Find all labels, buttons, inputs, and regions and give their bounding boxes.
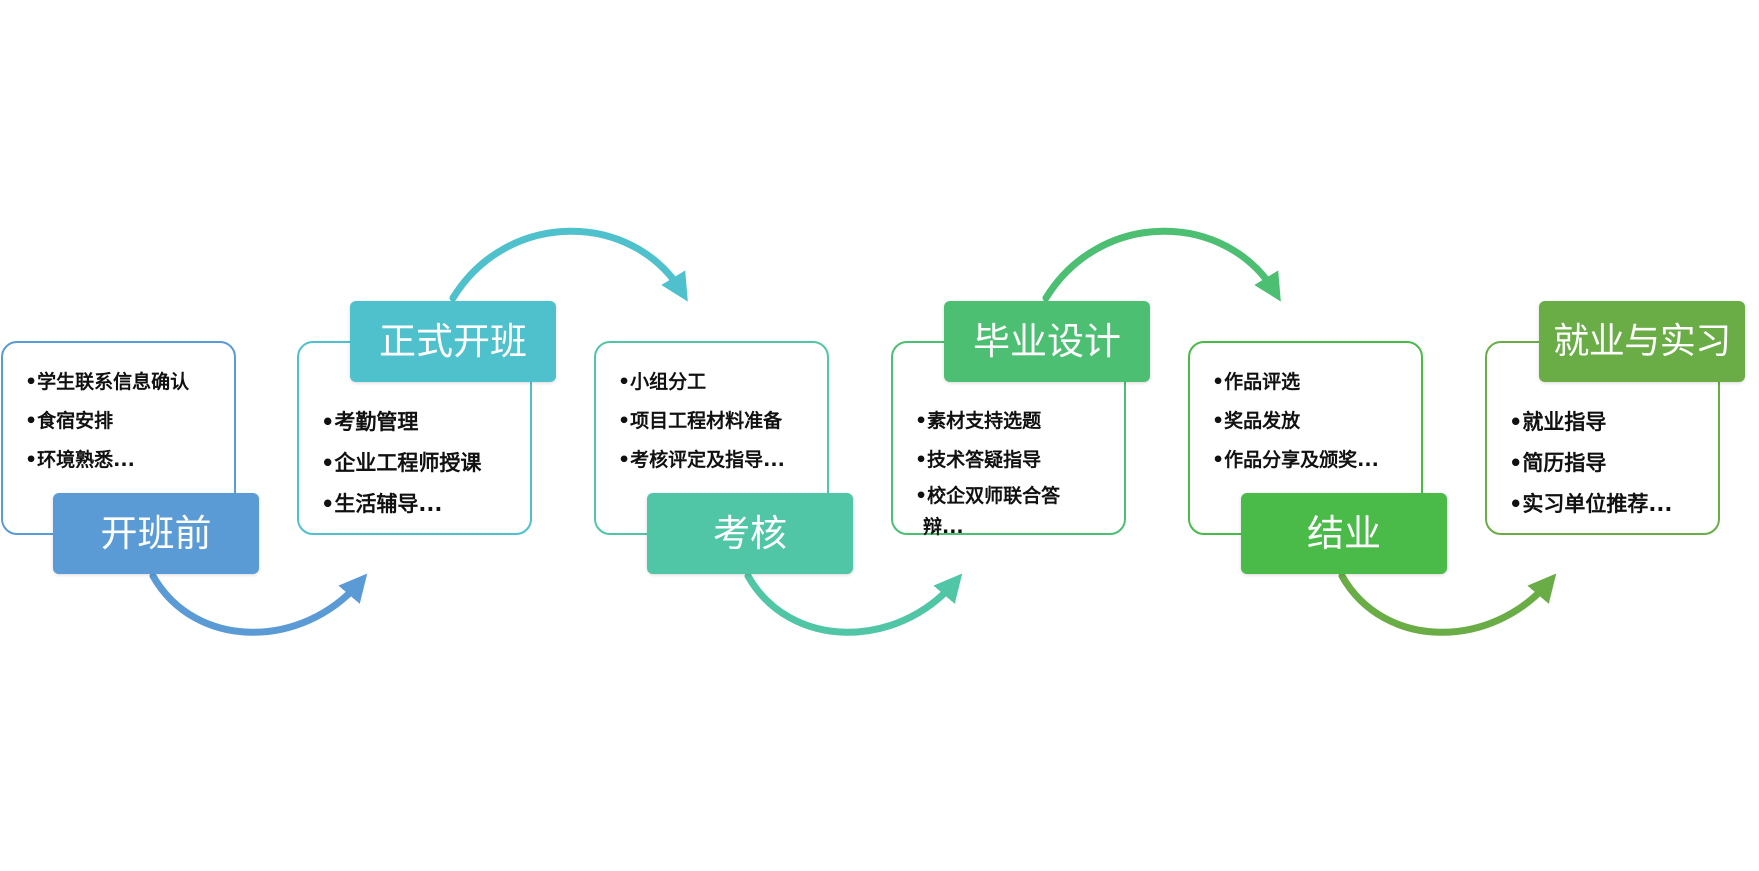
stage-5-header: 结业 (1241, 493, 1447, 574)
stage-1-items: •学生联系信息确认 •食宿安排 •环境熟悉... (25, 363, 189, 480)
arrow-stage4-to-stage5 (1042, 227, 1281, 302)
stage-6-header: 就业与实习 (1539, 301, 1745, 382)
stage-2-item-1: •考勤管理 (321, 410, 419, 434)
stage-5-item-1: •作品评选 (1212, 371, 1301, 393)
stage-4-items: •素材支持选题 •技术答疑指导 •校企双师联合答辩... (915, 402, 1085, 541)
stage-3-items: •小组分工 •项目工程材料准备 •考核评定及指导... (618, 363, 785, 480)
stage-5-items: •作品评选 •奖品发放 •作品分享及颁奖... (1212, 363, 1379, 480)
stage-5-item-2: •奖品发放 (1212, 410, 1301, 432)
stage-3-item-1: •小组分工 (618, 371, 707, 393)
stage-4-item-1: •素材支持选题 (915, 410, 1042, 432)
stage-4-item-3: •校企双师联合答辩... (915, 480, 1085, 541)
stage-6-item-2: •简历指导 (1509, 451, 1607, 475)
stage-6-items: •就业指导 •简历指导 •实习单位推荐... (1509, 402, 1672, 525)
stage-3-header: 考核 (647, 493, 853, 574)
arrow-stage3-to-stage4 (744, 572, 963, 636)
stage-2-item-3: •生活辅导... (321, 492, 443, 516)
stage-4-item-3-line-1: •校企双师联合答 (915, 485, 1061, 507)
arrow-stage1-to-stage2 (149, 572, 368, 636)
stage-6-item-1: •就业指导 (1509, 410, 1607, 434)
stage-3-item-3: •考核评定及指导... (618, 449, 785, 471)
stage-1-header: 开班前 (53, 493, 259, 574)
arrow-stage5-to-stage6 (1338, 572, 1557, 636)
stage-3-item-2: •项目工程材料准备 (618, 410, 783, 432)
stage-2-header: 正式开班 (350, 301, 556, 382)
stage-4-item-3-line-2: 辩... (923, 516, 964, 538)
stage-1-item-3: •环境熟悉... (25, 449, 135, 471)
stage-1-box: •学生联系信息确认 •食宿安排 •环境熟悉... (1, 341, 236, 535)
stage-6-item-3: •实习单位推荐... (1509, 492, 1673, 516)
stage-2-items: •考勤管理 •企业工程师授课 •生活辅导... (321, 402, 481, 525)
stage-4-header: 毕业设计 (944, 301, 1150, 382)
stage-2-item-2: •企业工程师授课 (321, 451, 482, 475)
stage-1-item-1: •学生联系信息确认 (25, 371, 190, 393)
stage-5-item-3: •作品分享及颁奖... (1212, 449, 1379, 471)
stage-1-item-2: •食宿安排 (25, 410, 114, 432)
stage-4-item-2: •技术答疑指导 (915, 449, 1042, 471)
arrow-stage2-to-stage3 (449, 227, 688, 302)
